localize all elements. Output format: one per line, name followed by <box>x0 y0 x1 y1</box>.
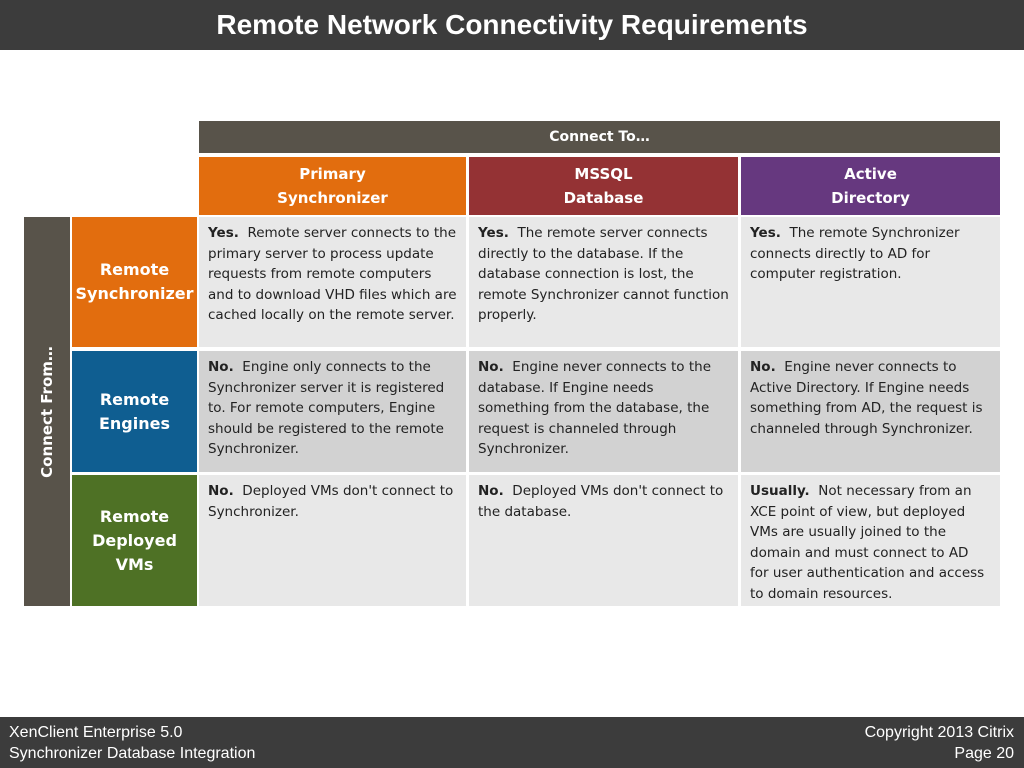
row-header-line: Remote <box>99 260 170 279</box>
column-header-line: Directory <box>831 189 910 207</box>
cell-lead: No. <box>478 483 504 499</box>
footer-page-number: Page 20 <box>954 745 1014 762</box>
slide-title-bar: Remote Network Connectivity Requirements <box>0 0 1024 50</box>
column-header-line: Synchronizer <box>277 189 388 207</box>
cell-text: Not necessary from an XCE point of view,… <box>750 483 985 602</box>
row-header-line: Remote <box>99 506 170 526</box>
row-header-line: Engines <box>98 413 171 433</box>
table-cell: No. Deployed VMs don't connect to the da… <box>469 475 738 606</box>
cell-lead: No. <box>478 359 504 375</box>
cell-text: The remote Synchronizer connects directl… <box>750 225 960 282</box>
cell-text: Remote server connects to the primary se… <box>208 225 457 323</box>
table-cell: Yes. The remote server connects directly… <box>469 217 738 347</box>
row-header-line: Synchronizer <box>75 284 194 303</box>
cell-lead: Yes. <box>478 225 509 241</box>
connect-from-header: Connect From… <box>24 217 70 606</box>
column-header-line: Database <box>563 189 644 207</box>
connect-to-header: Connect To… <box>199 121 1000 153</box>
column-header-line: MSSQL <box>574 165 633 183</box>
cell-text: Engine never connects to Active Director… <box>750 359 983 437</box>
cell-text: Deployed VMs don't connect to the databa… <box>478 483 724 520</box>
row-header-line: VMs <box>115 554 154 574</box>
table-cell: Yes. Remote server connects to the prima… <box>199 217 466 347</box>
cell-text: Deployed VMs don't connect to Synchroniz… <box>208 483 454 520</box>
cell-text: Engine only connects to the Synchronizer… <box>208 359 445 457</box>
column-header-mssql-database: MSSQL Database <box>469 157 738 215</box>
slide-footer: XenClient Enterprise 5.0 Synchronizer Da… <box>0 717 1024 768</box>
table-cell: Yes. The remote Synchronizer connects di… <box>741 217 1000 347</box>
table-cell: No. Engine never connects to Active Dire… <box>741 351 1000 472</box>
row-header-line: Remote <box>99 389 170 409</box>
connect-from-label: Connect From… <box>38 345 56 478</box>
cell-lead: No. <box>208 483 234 499</box>
cell-lead: No. <box>208 359 234 375</box>
table-cell: No. Engine only connects to the Synchron… <box>199 351 466 472</box>
cell-text: Engine never connects to the database. I… <box>478 359 711 457</box>
cell-lead: Yes. <box>208 225 239 241</box>
cell-text: The remote server connects directly to t… <box>478 225 729 323</box>
column-header-line: Primary <box>299 165 366 183</box>
footer-copyright: Copyright 2013 Citrix <box>864 724 1014 741</box>
cell-lead: No. <box>750 359 776 375</box>
footer-subtitle: Synchronizer Database Integration <box>9 745 256 762</box>
column-header-line: Active <box>844 165 897 183</box>
table-cell: Usually. Not necessary from an XCE point… <box>741 475 1000 606</box>
cell-lead: Usually. <box>750 483 810 499</box>
slide-title: Remote Network Connectivity Requirements <box>216 9 808 40</box>
footer-product: XenClient Enterprise 5.0 <box>9 724 183 741</box>
footer-left: XenClient Enterprise 5.0 Synchronizer Da… <box>9 722 255 764</box>
row-header-line: Deployed <box>92 530 177 550</box>
table-cell: No. Engine never connects to the databas… <box>469 351 738 472</box>
cell-lead: Yes. <box>750 225 781 241</box>
footer-right: Copyright 2013 Citrix Page 20 <box>865 722 1014 764</box>
table-cell: No. Deployed VMs don't connect to Synchr… <box>199 475 466 606</box>
